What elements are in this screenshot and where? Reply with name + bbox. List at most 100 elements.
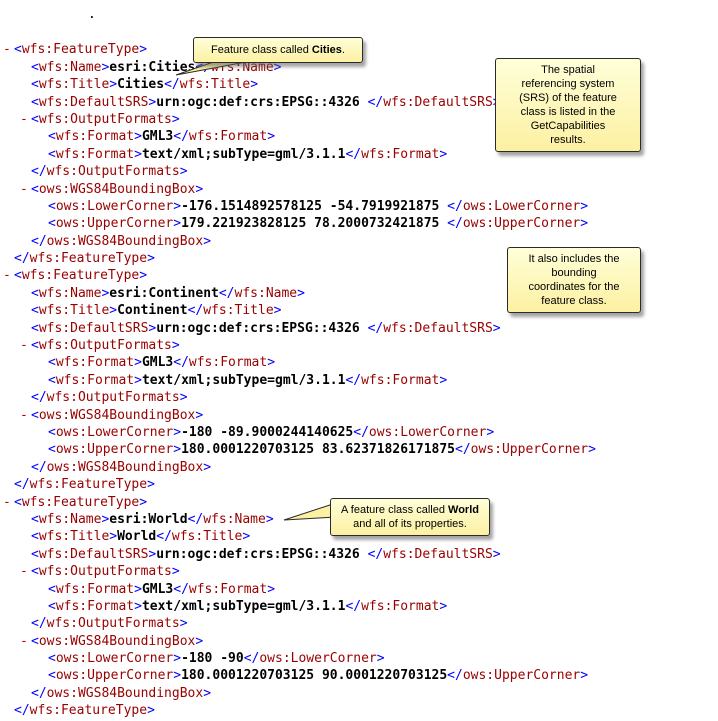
xml-bracket: < <box>48 216 56 232</box>
xml-text-value: 179.221923828125 78.2000732421875 <box>181 216 448 232</box>
xml-tag-name: wfs:FeatureType <box>29 477 148 493</box>
xml-tag-name: ows:LowerCorner <box>259 651 377 667</box>
xml-tag-name: wfs:Title <box>38 77 110 93</box>
xml-line: <ows:LowerCorner>-180 -90</ows:LowerCorn… <box>0 650 718 667</box>
xml-bracket: > <box>101 59 110 75</box>
xml-bracket: </ <box>345 598 362 614</box>
xml-line: <ows:LowerCorner>-180 -89.9000244140625<… <box>0 424 718 441</box>
xml-line: <wfs:Format>text/xml;subType=gml/3.1.1</… <box>0 146 718 163</box>
xml-text-value: Continent <box>117 303 188 319</box>
callout-world: A feature class called World and all of … <box>330 498 490 536</box>
collapse-toggle[interactable]: - <box>20 338 28 354</box>
xml-bracket: </ <box>447 198 463 214</box>
xml-tag-name: wfs:Format <box>188 581 268 597</box>
callout-bounding-box: It also includes the bounding coordinate… <box>507 247 641 313</box>
xml-line: -<wfs:OutputFormats> <box>0 111 718 128</box>
xml-bracket: > <box>297 285 305 301</box>
xml-tag-name: wfs:FeatureType <box>21 494 140 510</box>
xml-bracket: > <box>101 285 110 301</box>
xml-line: <ows:LowerCorner>-176.1514892578125 -54.… <box>0 198 718 215</box>
xml-bracket: > <box>267 355 276 371</box>
collapse-toggle[interactable]: - <box>20 564 28 580</box>
xml-bracket: </ <box>367 320 384 336</box>
xml-bracket: < <box>48 424 56 440</box>
xml-bracket: < <box>31 511 39 527</box>
xml-tag-name: wfs:DefaultSRS <box>38 546 149 562</box>
xml-line: <wfs:Format>GML3</wfs:Format> <box>0 128 718 145</box>
xml-bracket: > <box>139 268 148 284</box>
collapse-toggle[interactable]: - <box>3 42 11 58</box>
xml-line: </wfs:OutputFormats> <box>0 389 718 406</box>
xml-text-value: GML3 <box>141 355 174 371</box>
xml-text-value: 180.0001220703125 90.0001220703125 <box>181 668 448 684</box>
xml-bracket: > <box>203 685 212 701</box>
xml-bracket: </ <box>173 581 189 597</box>
xml-line: <wfs:Format>GML3</wfs:Format> <box>0 354 718 371</box>
xml-text-value: text/xml;subType=gml/3.1.1 <box>141 598 346 614</box>
collapse-toggle[interactable]: - <box>3 494 11 510</box>
xml-bracket: > <box>173 668 182 684</box>
xml-tag-name: ows:LowerCorner <box>368 424 487 440</box>
xml-line: <wfs:Title>Continent</wfs:Title> <box>0 302 718 319</box>
xml-tag-name: ows:UpperCorner <box>55 442 174 458</box>
callout-plain-text: Feature class called <box>211 44 312 56</box>
xml-bracket: </ <box>455 442 471 458</box>
xml-bracket: </ <box>173 129 189 145</box>
xml-bracket: > <box>273 59 282 75</box>
xml-bracket: > <box>492 320 501 336</box>
xml-tag-name: ows:WGS84BoundingBox <box>46 233 204 249</box>
collapse-toggle[interactable]: - <box>20 633 28 649</box>
collapse-toggle[interactable]: - <box>20 407 28 423</box>
xml-bracket: < <box>31 546 39 562</box>
xml-line: -<wfs:FeatureType> <box>0 267 718 284</box>
xml-bracket: </ <box>14 477 30 493</box>
xml-tag-name: wfs:OutputFormats <box>38 111 172 127</box>
xml-bracket: < <box>48 372 56 388</box>
xml-bracket: > <box>173 198 182 214</box>
xml-tag-name: ows:LowerCorner <box>55 424 174 440</box>
xml-fragment: . <box>88 7 96 22</box>
xml-tag-name: wfs:Format <box>188 129 268 145</box>
xml-bracket: > <box>273 303 282 319</box>
xml-bracket: > <box>171 111 180 127</box>
xml-line: -<wfs:FeatureType> <box>0 494 718 511</box>
xml-bracket: > <box>439 146 448 162</box>
xml-text-value: -180 -89.9000244140625 <box>181 424 354 440</box>
xml-line: -<wfs:OutputFormats> <box>0 563 718 580</box>
xml-line: <wfs:Format>GML3</wfs:Format> <box>0 581 718 598</box>
xml-bracket: < <box>31 77 39 93</box>
xml-text-value: -180 -90 <box>181 651 244 667</box>
xml-bracket: < <box>14 268 22 284</box>
xml-tag-name: wfs:Title <box>38 303 110 319</box>
xml-tag-name: wfs:Title <box>171 529 243 545</box>
collapse-toggle[interactable]: - <box>20 181 28 197</box>
xml-line: <wfs:Title>Cities</wfs:Title> <box>0 76 718 93</box>
xml-bracket: > <box>101 511 110 527</box>
callout-plain-text: and all of its properties. <box>353 518 467 530</box>
xml-text-value: -176.1514892578125 -54.7919921875 <box>181 198 448 214</box>
xml-bracket: < <box>31 320 39 336</box>
xml-bracket: > <box>267 129 276 145</box>
xml-bracket: > <box>195 181 204 197</box>
collapse-toggle[interactable]: - <box>20 111 28 127</box>
xml-bracket: </ <box>218 285 235 301</box>
xml-tag-name: wfs:DefaultSRS <box>38 94 149 110</box>
xml-tag-name: ows:WGS84BoundingBox <box>46 685 204 701</box>
xml-bracket: > <box>147 477 155 493</box>
callout-plain-text: The spatial referencing system (SRS) of … <box>519 64 617 146</box>
collapse-toggle[interactable]: - <box>3 268 11 284</box>
xml-tag-name: ows:WGS84BoundingBox <box>46 459 204 475</box>
xml-bracket: </ <box>447 216 463 232</box>
xml-bracket: </ <box>31 164 47 180</box>
xml-bracket: > <box>173 442 182 458</box>
xml-line: <wfs:Format>text/xml;subType=gml/3.1.1</… <box>0 372 718 389</box>
xml-tag-name: ows:WGS84BoundingBox <box>38 633 196 649</box>
xml-line: </wfs:FeatureType> <box>0 702 718 719</box>
xml-bracket: </ <box>31 459 47 475</box>
xml-tag-name: wfs:DefaultSRS <box>383 94 493 110</box>
xml-bracket: > <box>171 338 180 354</box>
xml-bracket: > <box>580 668 589 684</box>
xml-tag-name: ows:UpperCorner <box>462 216 581 232</box>
callout-text: A feature class called World and all of … <box>335 503 485 531</box>
